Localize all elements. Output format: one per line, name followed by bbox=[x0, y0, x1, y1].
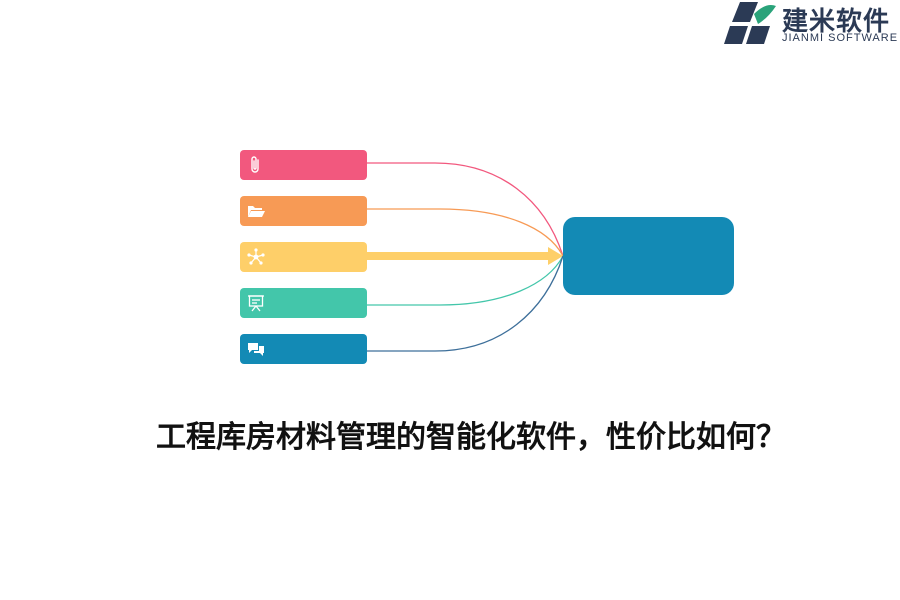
source-box-3 bbox=[240, 242, 367, 272]
source-box-4 bbox=[240, 288, 367, 318]
jianmi-logo: 建米软件 JIANMI SOFTWARE bbox=[722, 0, 900, 48]
presentation-icon bbox=[248, 295, 264, 312]
connector-5 bbox=[367, 255, 564, 352]
connector-1 bbox=[367, 162, 564, 257]
connector-4 bbox=[367, 255, 564, 306]
connector-3-arrow bbox=[367, 247, 563, 265]
connector-2 bbox=[367, 208, 564, 257]
chat-icon bbox=[248, 343, 264, 356]
diagram-connectors bbox=[367, 162, 564, 352]
logo-name: 建米软件 bbox=[782, 7, 891, 37]
logo-mark-icon bbox=[724, 2, 776, 44]
network-icon bbox=[247, 248, 265, 265]
target-box bbox=[563, 217, 734, 295]
source-box-5 bbox=[240, 334, 367, 364]
logo-subtitle: JIANMI SOFTWARE bbox=[782, 32, 899, 44]
page-title: 工程库房材料管理的智能化软件，性价比如何？ bbox=[156, 420, 786, 455]
paperclip-icon bbox=[251, 156, 259, 173]
folder-icon bbox=[248, 206, 265, 217]
source-box-1 bbox=[240, 150, 367, 180]
source-box-2 bbox=[240, 196, 367, 226]
